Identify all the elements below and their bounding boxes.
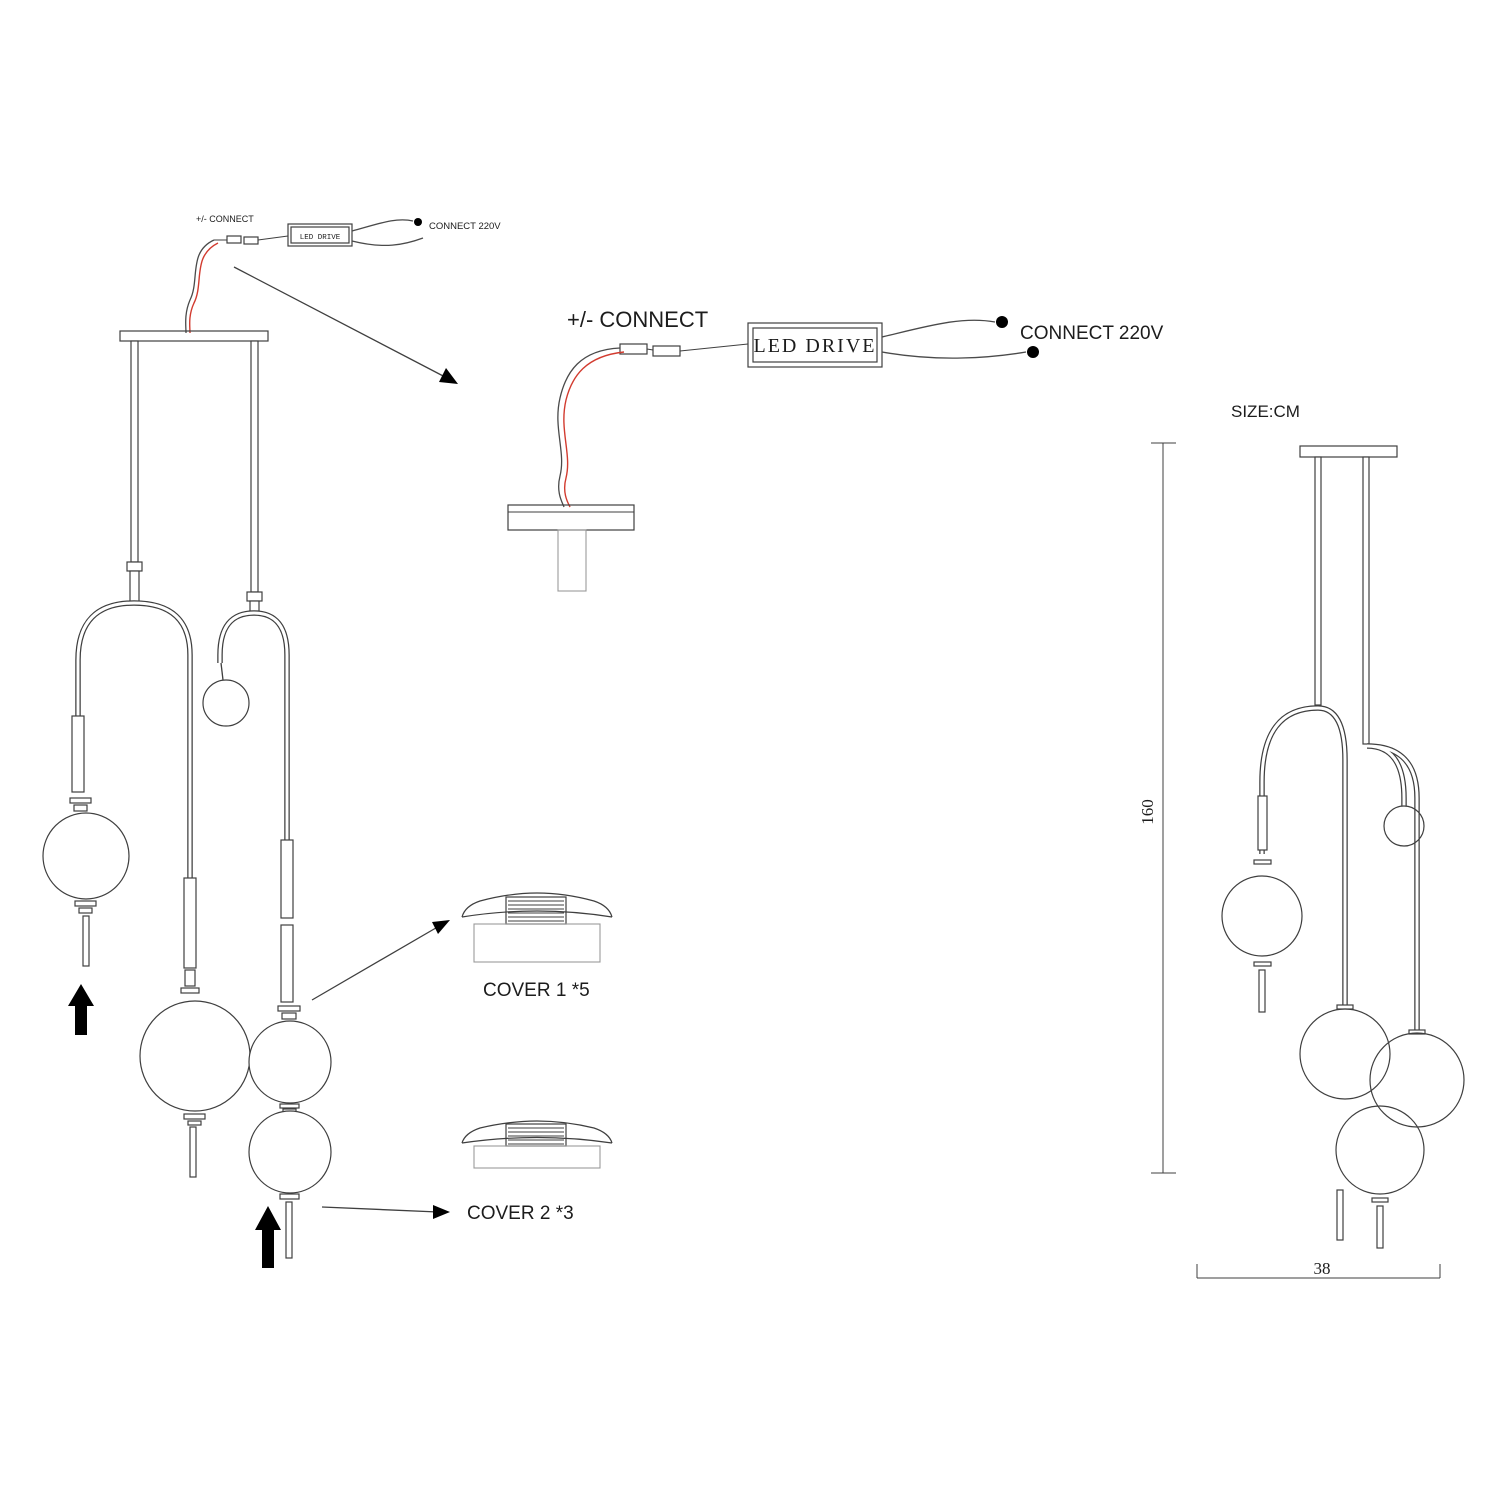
glass-sphere-right-lower — [248, 1110, 332, 1194]
size-cm-label: SIZE:CM — [1231, 402, 1300, 421]
mini-stem-rod — [1336, 1189, 1344, 1241]
large-driver-detail: +/- CONNECT LED DRIVE CONNECT 220V — [507, 307, 1164, 592]
tube-segment — [183, 877, 197, 969]
led-drive-label: LED DRIVE — [754, 335, 877, 357]
led-drive-box — [747, 322, 883, 368]
suspension-rod — [250, 340, 259, 593]
glass-sphere-big — [139, 1000, 251, 1112]
small-connect-dot — [414, 218, 422, 226]
mini-arch-left — [1259, 705, 1348, 1008]
cover1-detail: COVER 1 *5 — [311, 892, 613, 1001]
glass-sphere-right-upper — [248, 1020, 332, 1104]
glass-sphere-left — [42, 812, 130, 900]
cover1-skirt — [473, 923, 601, 963]
mini-sphere-bottom-3 — [1335, 1105, 1425, 1195]
stem-rod — [189, 1126, 197, 1178]
tube-segment — [71, 715, 85, 793]
tube-segment — [280, 924, 294, 1003]
cover2-label: COVER 2 *3 — [467, 1203, 574, 1224]
insert-arrow-up-left — [68, 984, 94, 1035]
small-plus-minus-label: +/- CONNECT — [196, 214, 254, 224]
width-dimension: 38 — [1314, 1259, 1331, 1278]
connect-dot — [996, 316, 1008, 328]
mini-sphere-bottom-1 — [1299, 1008, 1391, 1100]
mini-canopy — [1299, 445, 1398, 458]
mini-rod — [1314, 456, 1322, 706]
small-led-drive-label: LED DRIVE — [300, 234, 341, 242]
height-dimension: 160 — [1138, 799, 1157, 825]
canopy-stem — [557, 529, 587, 592]
cover2-pointer-arrow — [433, 1205, 450, 1219]
cover1-pointer-arrow — [432, 920, 450, 934]
mini-stem-rod — [1258, 969, 1266, 1013]
mini-sphere-left — [1221, 875, 1303, 957]
small-connect220-label: CONNECT 220V — [429, 221, 501, 232]
large-plus-minus-label: +/- CONNECT — [567, 307, 708, 332]
cover2-detail: COVER 2 *3 — [321, 1120, 613, 1224]
mini-sphere-bottom-2 — [1369, 1032, 1465, 1128]
arch-tube-right — [217, 610, 290, 842]
connect-dot — [1027, 346, 1039, 358]
wire-connector — [652, 345, 681, 357]
mini-sphere-small — [1383, 805, 1425, 847]
cover2-skirt — [473, 1145, 601, 1169]
mini-tube-segment — [1257, 795, 1268, 851]
stem-rod — [82, 915, 90, 967]
ceiling-canopy — [119, 330, 269, 342]
small-driver-detail: +/- CONNECT LED DRIVE CONNECT 220V — [185, 214, 501, 334]
mini-rod — [1362, 456, 1370, 745]
detail-pointer-arrow — [233, 266, 458, 384]
glass-sphere-small — [202, 679, 250, 727]
connect220-label: CONNECT 220V — [1020, 323, 1164, 344]
tube-segment — [280, 839, 294, 919]
mini-stem-rod — [1376, 1205, 1384, 1249]
main-fixture-drawing — [42, 330, 332, 1268]
cover1-label: COVER 1 *5 — [483, 980, 590, 1001]
stem-rod — [285, 1201, 293, 1259]
canopy-detail — [507, 504, 635, 531]
cover2-hatch — [508, 1127, 564, 1145]
insert-arrow-up-right — [255, 1206, 281, 1268]
size-drawing: SIZE:CM 160 38 — [1138, 402, 1465, 1279]
small-led-drive-box — [287, 223, 353, 247]
suspension-rod — [130, 340, 139, 563]
small-wire-connector — [243, 236, 259, 245]
small-wire-connector — [226, 235, 242, 244]
mini-arch-right — [1366, 743, 1420, 1033]
cover1-hatch — [508, 900, 564, 922]
